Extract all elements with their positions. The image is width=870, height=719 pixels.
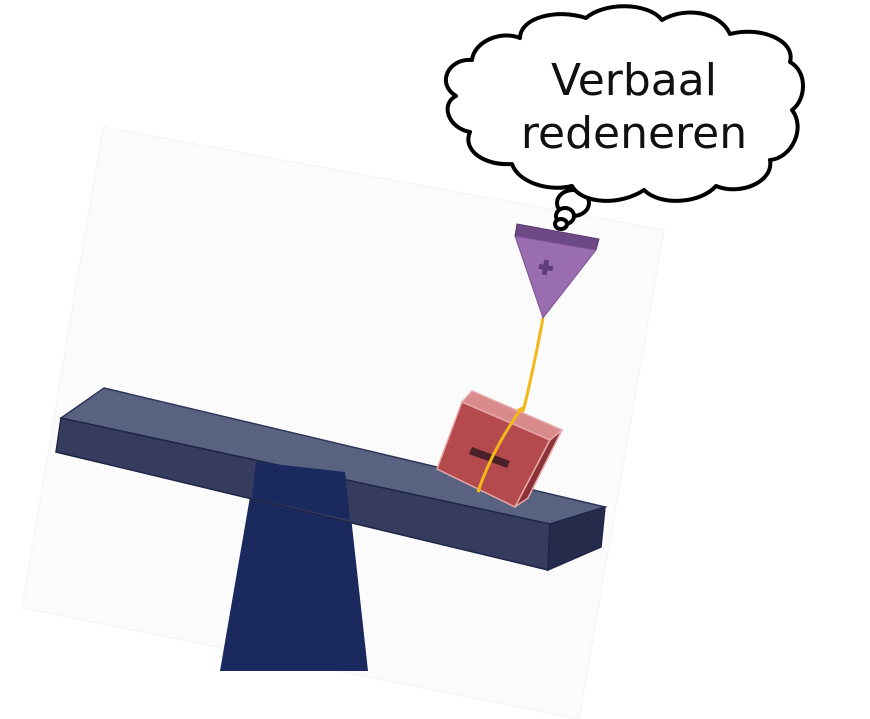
plus-weight xyxy=(514,223,600,320)
fulcrum-top xyxy=(252,462,350,520)
cloud-text-line2: redeneren xyxy=(521,108,747,159)
minus-block xyxy=(436,390,564,508)
thought-cloud: Verbaal redeneren xyxy=(443,4,805,203)
cloud-text-line1: Verbaal xyxy=(551,55,717,106)
background-panel xyxy=(21,126,665,719)
plus-sign-icon xyxy=(538,259,554,276)
minus-sign-icon xyxy=(469,447,510,468)
